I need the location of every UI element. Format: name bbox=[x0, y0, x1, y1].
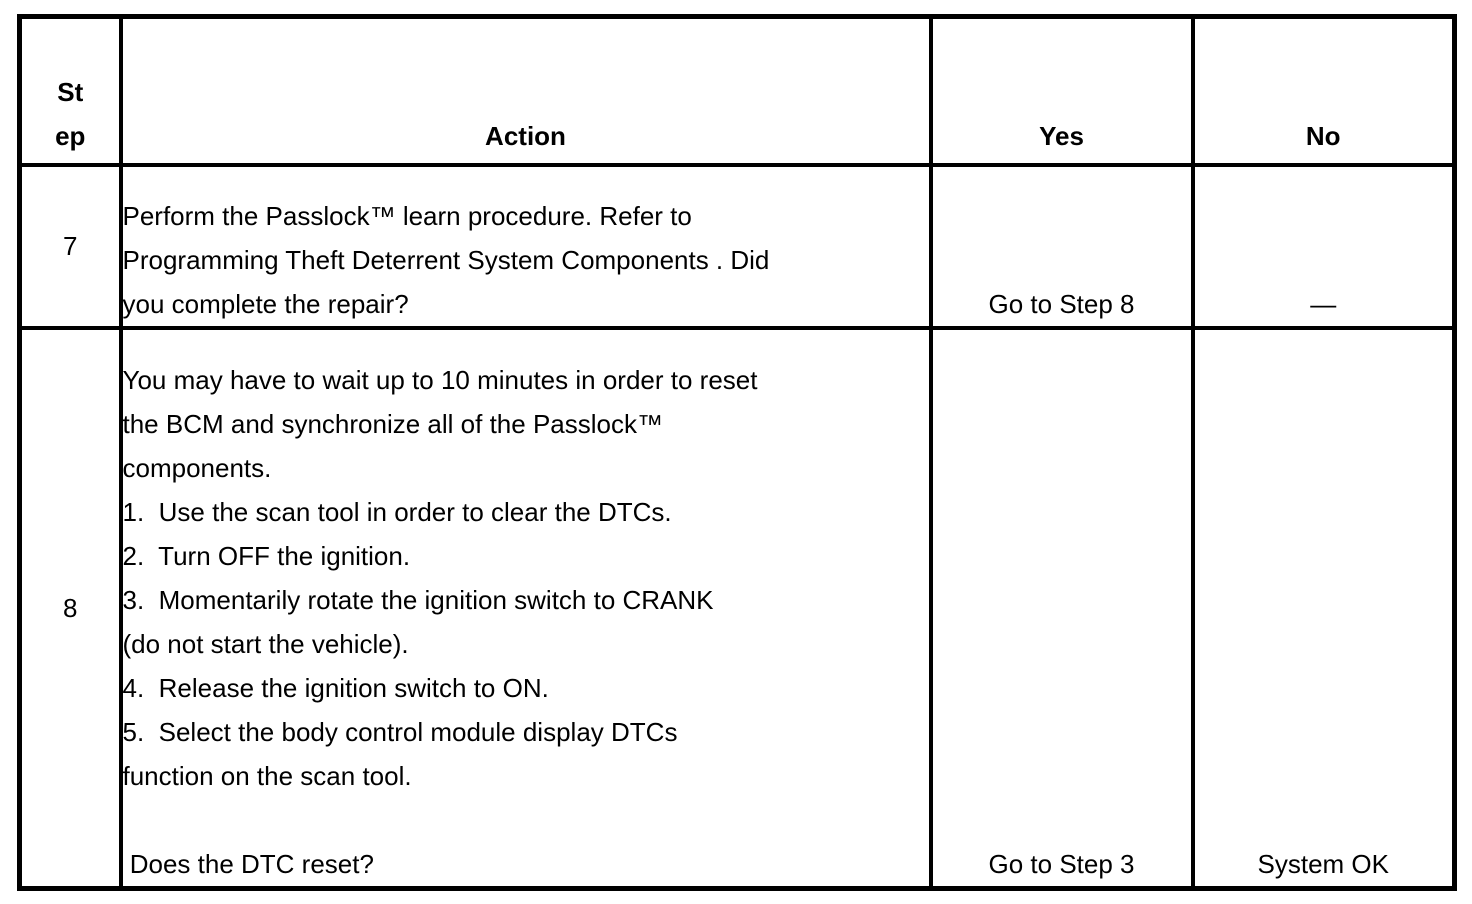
action-text-line: 4. Release the ignition switch to ON. bbox=[122, 673, 549, 703]
action-text-line: 5. Select the body control module displa… bbox=[122, 717, 678, 747]
column-header-no: No bbox=[1190, 14, 1457, 167]
action-text-line: Programming Theft Deterrent System Compo… bbox=[122, 244, 770, 275]
action-cell: Perform the Passlock™ learn procedure. R… bbox=[118, 162, 933, 330]
column-header-step: St ep bbox=[17, 14, 123, 167]
action-text-line bbox=[125, 798, 927, 842]
action-text-line: the BCM and synchronize all of the Passl… bbox=[122, 409, 663, 439]
action-text-line: (do not start the vehicle). bbox=[122, 629, 409, 659]
no-cell: — bbox=[1190, 162, 1457, 330]
table-row-step-7: 7 Perform the Passlock™ learn procedure.… bbox=[17, 162, 1457, 330]
step-number-cell: 7 bbox=[17, 162, 123, 330]
action-text-line: Does the DTC reset? bbox=[122, 849, 374, 879]
action-cell: You may have to wait up to 10 minutes in… bbox=[118, 325, 933, 891]
action-text-line: 1. Use the scan tool in order to clear t… bbox=[122, 497, 672, 527]
action-text-line: 3. Momentarily rotate the ignition switc… bbox=[122, 585, 714, 615]
action-text-line: you complete the repair? bbox=[122, 288, 409, 319]
column-header-yes: Yes bbox=[928, 14, 1195, 167]
action-text-line: You may have to wait up to 10 minutes in… bbox=[122, 365, 758, 395]
no-cell: System OK bbox=[1190, 325, 1457, 891]
yes-cell: Go to Step 8 bbox=[928, 162, 1195, 330]
action-text-line: Perform the Passlock™ learn procedure. R… bbox=[122, 200, 692, 231]
diagnostic-table: St ep Action Yes No 7 Perform the Passlo… bbox=[17, 14, 1457, 891]
step-number-cell: 8 bbox=[17, 325, 123, 891]
column-header-action: Action bbox=[118, 14, 933, 167]
action-text-line: 2. Turn OFF the ignition. bbox=[122, 541, 411, 571]
action-text-line: function on the scan tool. bbox=[122, 761, 412, 791]
table-row-step-8: 8 You may have to wait up to 10 minutes … bbox=[17, 325, 1457, 891]
action-text-line: components. bbox=[122, 453, 272, 483]
header-row: St ep Action Yes No bbox=[17, 14, 1457, 167]
yes-cell: Go to Step 3 bbox=[928, 325, 1195, 891]
